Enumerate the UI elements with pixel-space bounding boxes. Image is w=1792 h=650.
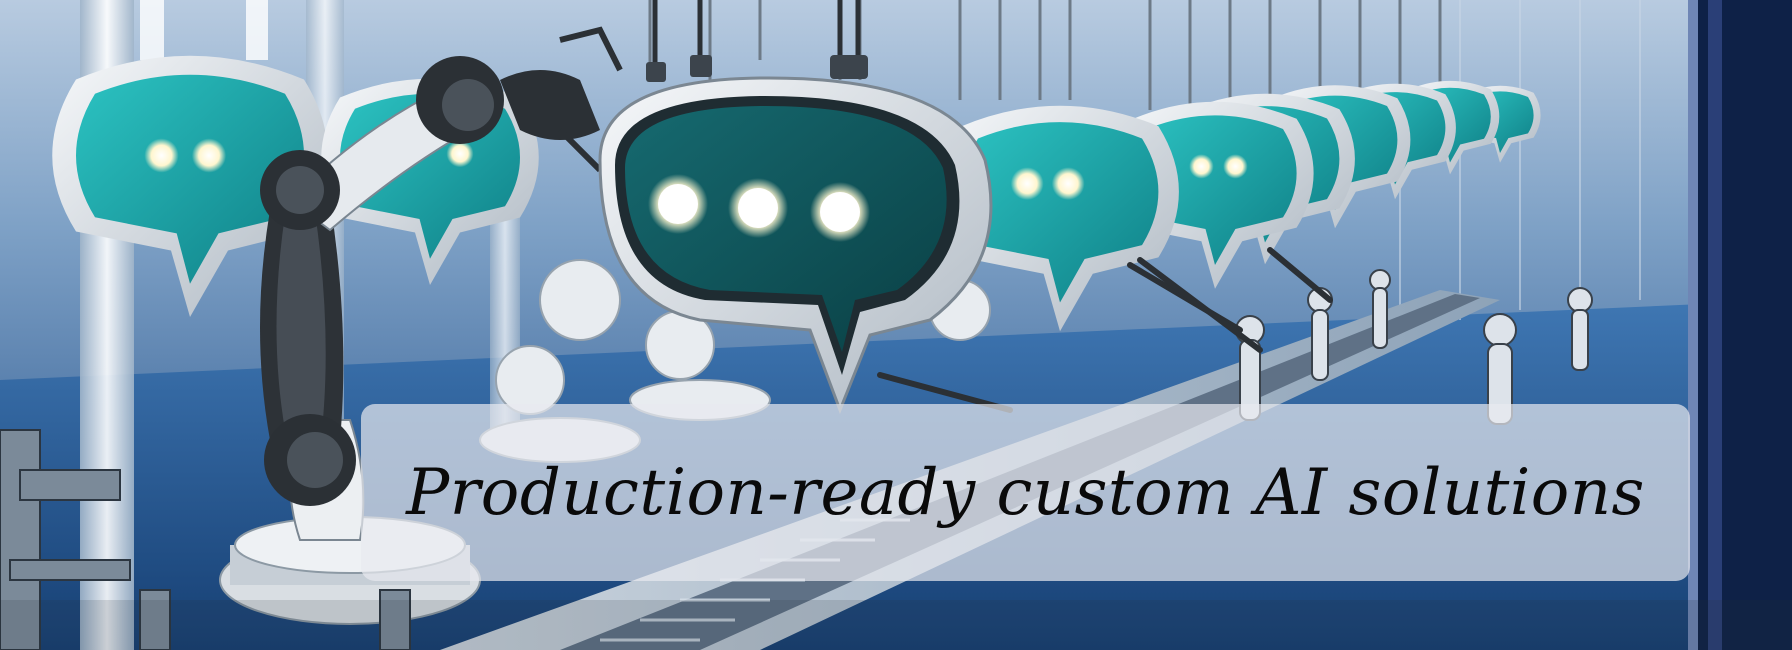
banner-caption: Production-ready custom AI solutions bbox=[406, 455, 1645, 530]
caption-panel: Production-ready custom AI solutions bbox=[361, 404, 1690, 581]
chat-bubble-icon bbox=[598, 76, 993, 415]
